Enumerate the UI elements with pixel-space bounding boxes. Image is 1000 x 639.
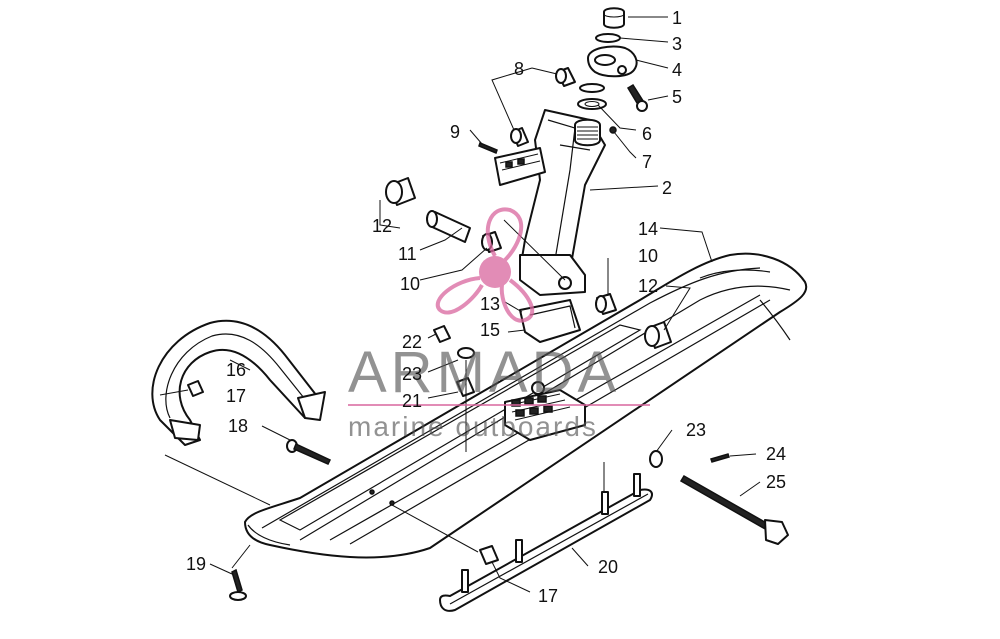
callout-14: 14: [638, 219, 658, 239]
watermark-tagline: marine outboards: [348, 411, 598, 442]
callout-7: 7: [642, 152, 652, 172]
callout-10-right: 10: [638, 246, 658, 266]
callout-8: 8: [514, 59, 524, 79]
bracket-plate: [478, 142, 546, 186]
callout-21: 21: [402, 391, 422, 411]
callout-10-left: 10: [400, 274, 420, 294]
callout-3: 3: [672, 34, 682, 54]
ski-loop-handle: [151, 319, 326, 446]
fasteners: [187, 325, 789, 601]
callout-19: 19: [186, 554, 206, 574]
watermark: ARMADA marine outboards: [348, 207, 650, 442]
spindle-top-hardware: [577, 7, 648, 134]
callout-1: 1: [672, 8, 682, 28]
callout-6: 6: [642, 124, 652, 144]
leader-lines: [159, 16, 761, 593]
callout-18: 18: [228, 416, 248, 436]
callout-11: 11: [398, 244, 417, 264]
watermark-brand: ARMADA: [348, 340, 620, 405]
callout-labels: 1 3 4 5 8 6 9 7 2 14 12 11 10 10 12 13 1…: [186, 8, 786, 606]
callout-4: 4: [672, 60, 682, 80]
callout-25: 25: [766, 472, 786, 492]
watermark-logo-icon: [435, 207, 535, 323]
callout-12-left: 12: [372, 216, 392, 236]
bumpers: [519, 299, 581, 343]
wear-bar: [439, 473, 653, 612]
callout-15: 15: [480, 320, 500, 340]
callout-13: 13: [480, 294, 500, 314]
callout-5: 5: [672, 87, 682, 107]
callout-16: 16: [226, 360, 246, 380]
callout-22: 22: [402, 332, 422, 352]
callout-24: 24: [766, 444, 786, 464]
callout-17-bottom: 17: [538, 586, 558, 606]
callout-23-right: 23: [686, 420, 706, 440]
callout-23-top: 23: [402, 364, 422, 384]
bushings: [385, 67, 672, 349]
spindle: [519, 109, 606, 296]
callout-20: 20: [598, 557, 618, 577]
callout-9: 9: [450, 122, 460, 142]
callout-12-right: 12: [638, 276, 658, 296]
callout-17-top: 17: [226, 386, 246, 406]
callout-2: 2: [662, 178, 672, 198]
